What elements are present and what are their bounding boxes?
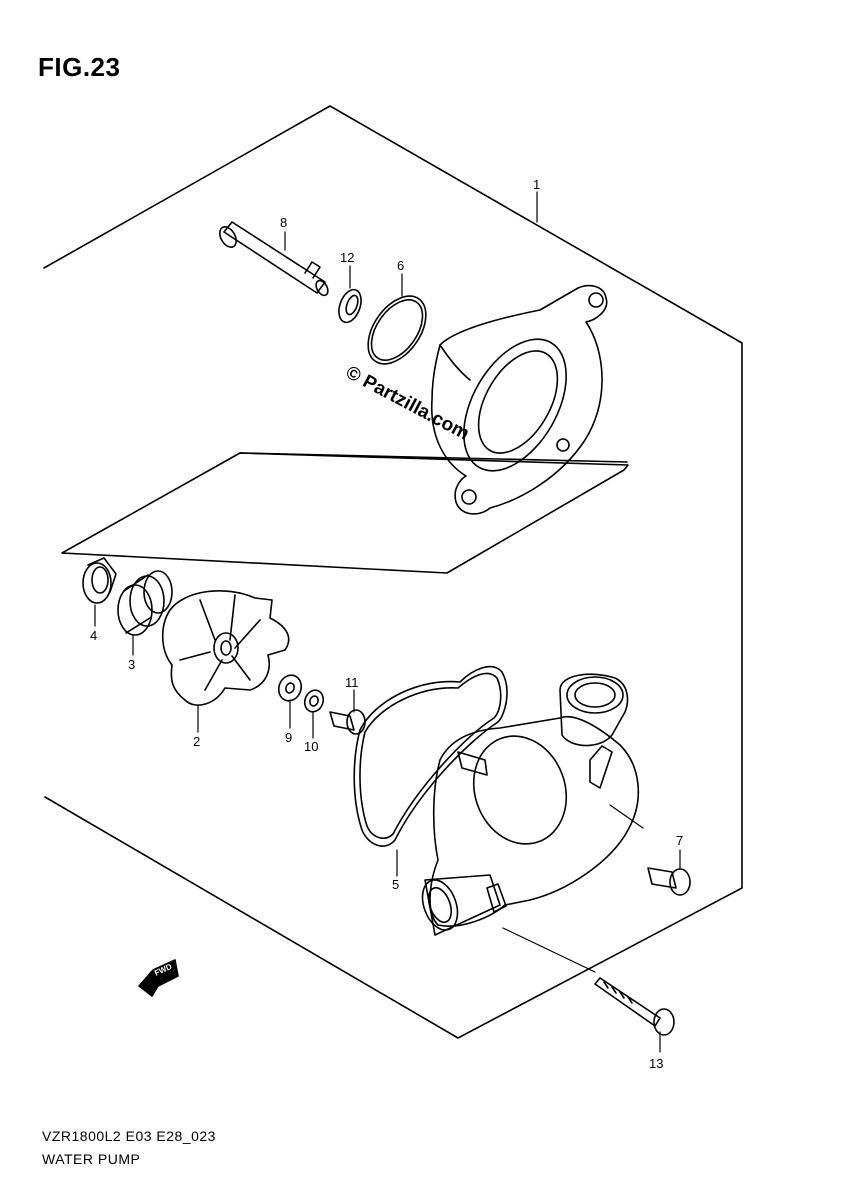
assembly-bracket-outline (43, 105, 743, 1039)
washer-part-10 (303, 689, 325, 713)
callout-6: 6 (397, 258, 404, 273)
callout-2: 2 (193, 734, 200, 749)
model-code: VZR1800L2 E03 E28_023 (42, 1128, 216, 1144)
callout-13: 13 (649, 1056, 663, 1071)
callout-11: 11 (345, 675, 359, 690)
oring-part-6 (367, 295, 427, 365)
shaft-part (219, 221, 329, 297)
callout-7: 7 (676, 833, 683, 848)
washer-part-12 (338, 288, 362, 324)
callout-10: 10 (304, 739, 318, 754)
leader-lines (94, 191, 681, 1053)
figure-title: FIG.23 (38, 52, 121, 82)
part-callouts: 1 2 3 4 5 6 7 8 9 10 11 12 13 (90, 177, 683, 1071)
washer-part-9 (277, 674, 303, 702)
callout-4: 4 (90, 628, 97, 643)
oring-part-5 (353, 665, 508, 847)
callout-3: 3 (128, 657, 135, 672)
mechanical-seal-part (117, 570, 173, 636)
callout-12: 12 (340, 250, 354, 265)
bolt-part-13 (594, 977, 675, 1036)
callout-1: 1 (533, 177, 540, 192)
callout-8: 8 (280, 215, 287, 230)
callout-9: 9 (285, 730, 292, 745)
group-bracket-outline (61, 452, 629, 574)
section-name: WATER PUMP (42, 1151, 141, 1167)
pump-housing-part (421, 673, 640, 936)
fwd-direction-arrow: FWD (138, 959, 179, 997)
impeller-part (161, 590, 290, 706)
callout-5: 5 (392, 877, 399, 892)
oil-seal-part (82, 557, 117, 604)
bolt-part-7 (647, 867, 691, 896)
pump-cover-part (430, 284, 608, 515)
